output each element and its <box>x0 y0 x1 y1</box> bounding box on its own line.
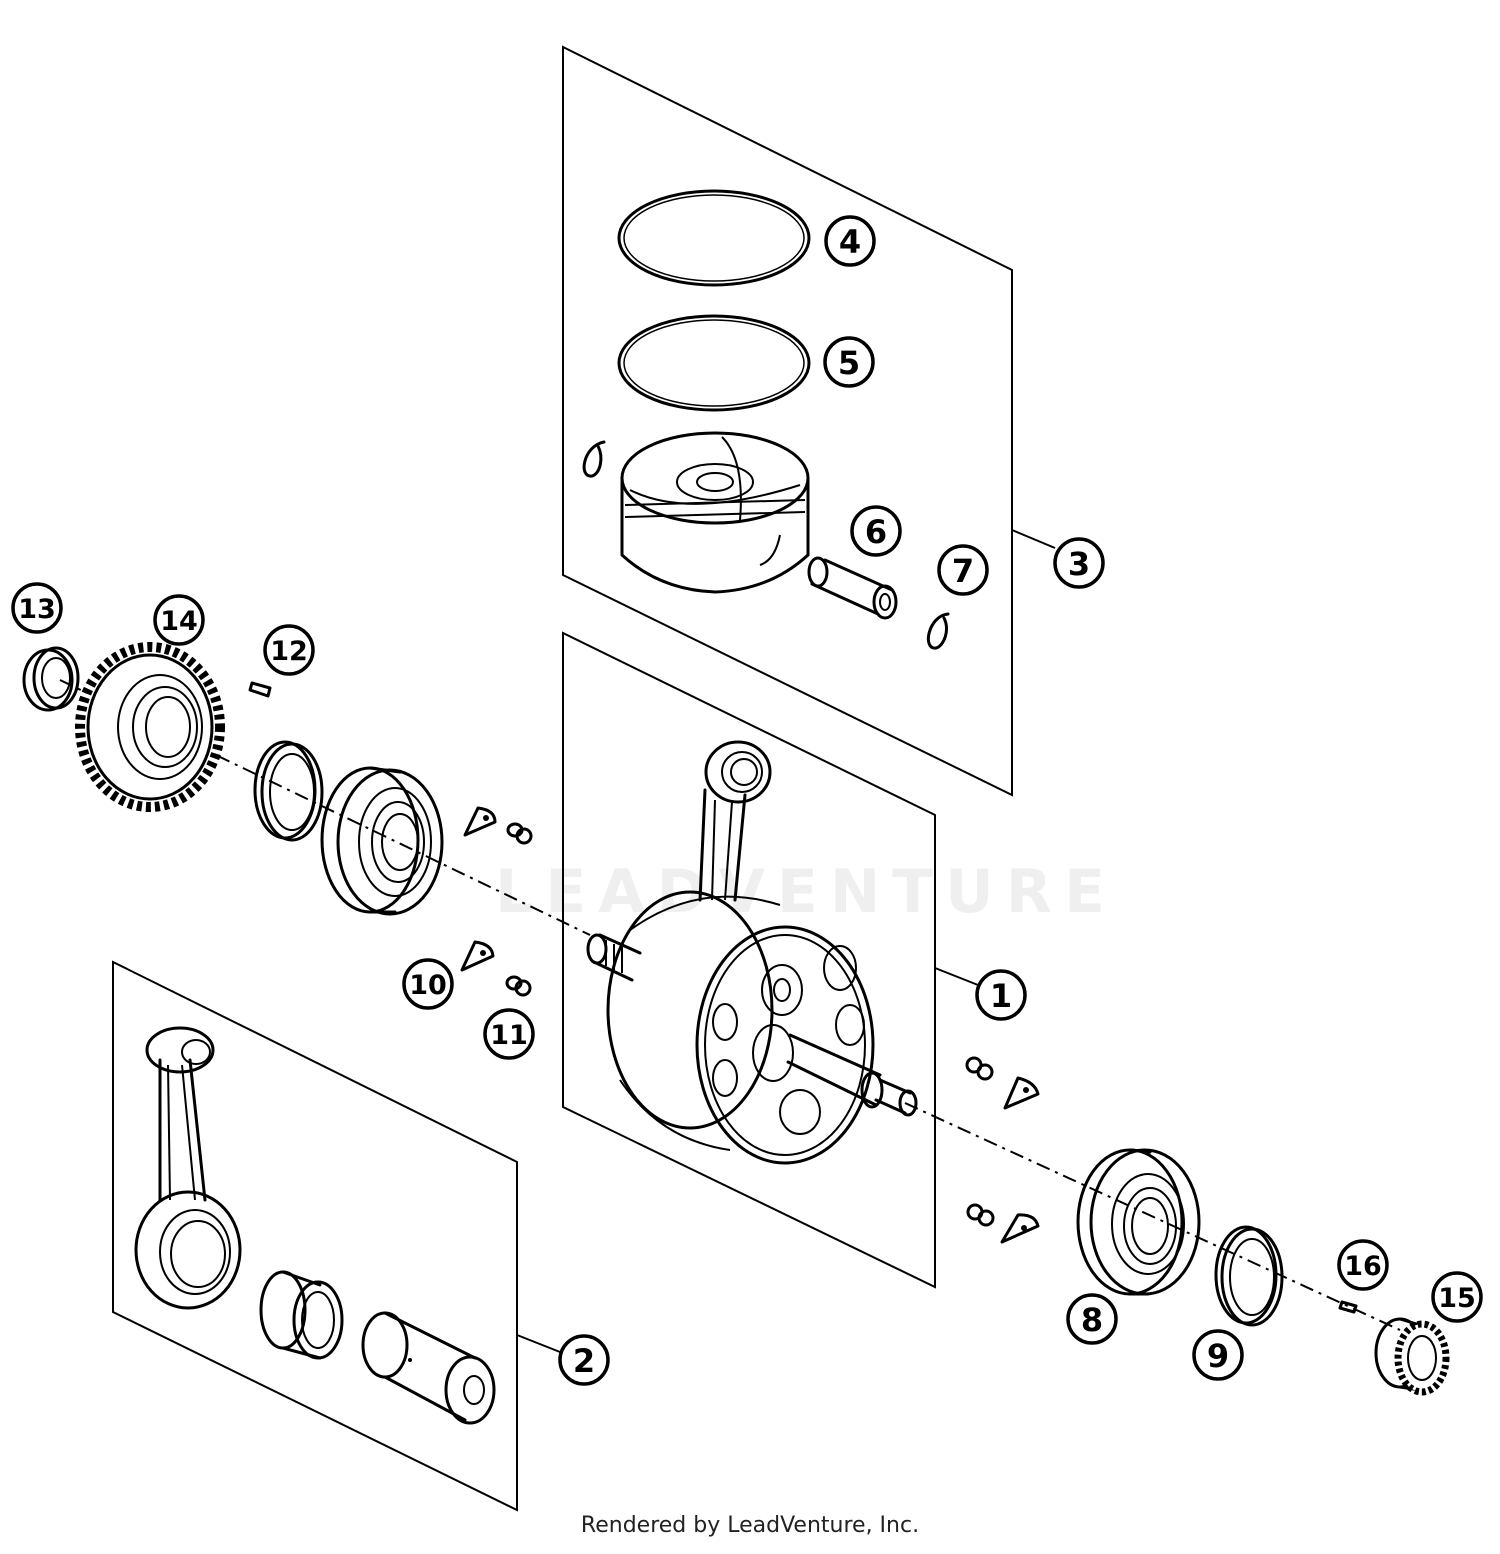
callout-label: 15 <box>1438 1283 1476 1314</box>
screw-right-upper <box>965 1056 994 1081</box>
callout-label: 1 <box>990 977 1012 1015</box>
callout-label: 7 <box>952 552 974 590</box>
callout-label: 3 <box>1068 545 1090 583</box>
main-bearing-right <box>1076 1148 1201 1296</box>
callout-9[interactable]: 9 <box>1192 1329 1244 1381</box>
screw-upper <box>506 822 533 845</box>
oil-nozzle-upper <box>463 806 497 837</box>
primary-gear <box>75 642 225 812</box>
crank-shaft-left <box>586 933 642 982</box>
conrod-kit-group <box>112 960 561 1512</box>
callout-label: 10 <box>409 970 447 1001</box>
callout-label: 14 <box>160 606 198 637</box>
callout-11[interactable]: 11 <box>483 1008 535 1060</box>
woodruff-key-left <box>248 681 272 698</box>
callout-1[interactable]: 1 <box>975 969 1027 1021</box>
crank-pin <box>361 1311 496 1425</box>
assembly-axis-right <box>904 1102 1401 1331</box>
timing-gear-right <box>1374 1317 1450 1396</box>
crank-conrod <box>698 740 772 902</box>
callout-14[interactable]: 14 <box>153 594 205 646</box>
crankshaft-panel <box>562 631 936 1289</box>
watermark-text: LEADVENTURE <box>495 857 1117 927</box>
callout-5[interactable]: 5 <box>823 336 875 388</box>
callout-label: 8 <box>1081 1301 1103 1339</box>
spacer-ring-right <box>1214 1225 1284 1327</box>
callout-7[interactable]: 7 <box>937 544 989 596</box>
callout-label: 12 <box>270 636 308 667</box>
callout-3[interactable]: 3 <box>1053 537 1105 589</box>
piston <box>620 431 810 594</box>
conrod-bearing <box>259 1270 344 1360</box>
crank-shaft-right <box>786 1033 918 1117</box>
piston-ring-top <box>617 189 811 287</box>
screw-right-lower <box>966 1203 995 1227</box>
oil-nozzle-lower <box>460 940 495 972</box>
callout-10[interactable]: 10 <box>402 958 454 1010</box>
spacer-ring-left <box>253 740 324 842</box>
piston-kit-panel <box>562 45 1013 797</box>
oil-nozzle-right-lower <box>1000 1213 1040 1244</box>
piston-kit-group <box>562 45 1056 797</box>
piston-ring-second <box>617 314 811 412</box>
footer-credit: Rendered by LeadVenture, Inc. <box>580 1513 920 1538</box>
callout-label: 4 <box>839 223 861 261</box>
crank-web-front <box>695 925 875 1165</box>
callout-label: 11 <box>490 1020 528 1051</box>
oil-nozzle-right-upper <box>1003 1076 1040 1110</box>
crank-web-rear <box>606 890 774 1130</box>
woodruff-key-right <box>1338 1300 1358 1314</box>
piston-pin <box>807 556 898 620</box>
circlip-left <box>582 440 606 478</box>
callout-4[interactable]: 4 <box>824 215 876 267</box>
callout-6[interactable]: 6 <box>850 505 902 557</box>
conrod-kit-panel <box>112 960 518 1512</box>
callout-label: 6 <box>865 513 887 551</box>
callout-12[interactable]: 12 <box>263 624 315 676</box>
callout-label: 5 <box>838 344 860 382</box>
crankshaft-group <box>562 631 979 1289</box>
callout-8[interactable]: 8 <box>1066 1293 1118 1345</box>
callout-16[interactable]: 16 <box>1337 1239 1389 1291</box>
connecting-rod <box>134 1026 242 1310</box>
callout-label: 2 <box>573 1342 595 1380</box>
callout-label: 13 <box>18 594 56 625</box>
callout-label: 16 <box>1344 1251 1382 1282</box>
screw-lower <box>505 975 532 997</box>
callout-2[interactable]: 2 <box>558 1334 610 1386</box>
nut-left <box>22 646 80 712</box>
callout-label: 9 <box>1207 1337 1229 1375</box>
callout-15[interactable]: 15 <box>1431 1271 1483 1323</box>
circlip-right <box>926 612 950 650</box>
main-bearing-left <box>320 766 444 916</box>
callout-13[interactable]: 13 <box>11 582 63 634</box>
